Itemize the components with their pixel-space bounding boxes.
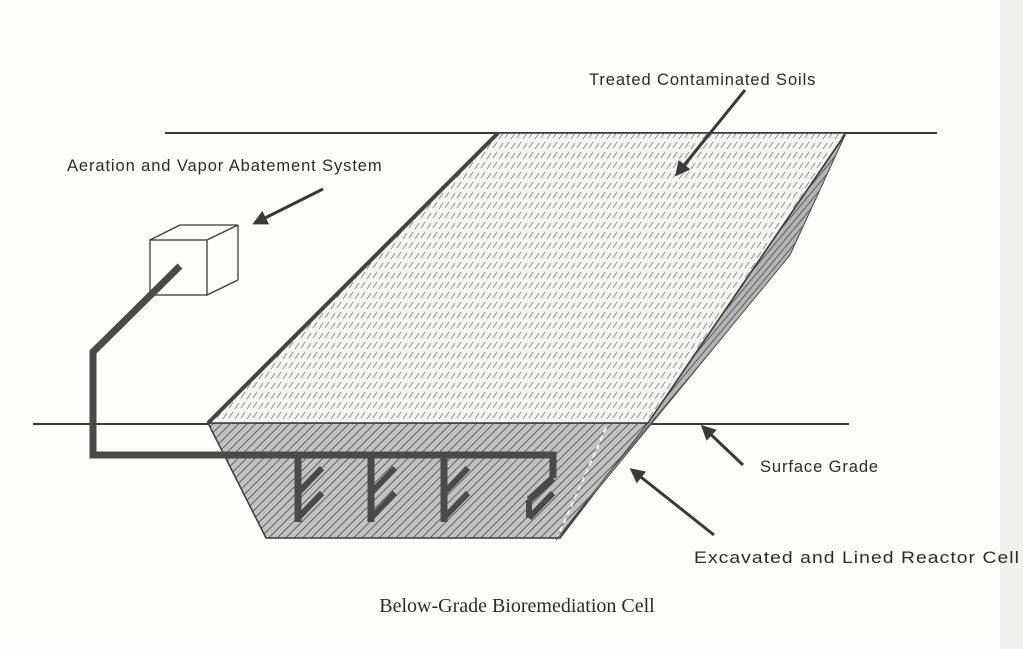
label-aeration-system: Aeration and Vapor Abatement System [67,157,383,175]
label-surface-grade: Surface Grade [760,458,879,476]
main-aeration-pipe [89,263,557,478]
soil-pile-front-edge [206,131,500,425]
scan-edge-shading [1000,0,1023,649]
arrow-surface-grade [700,424,745,467]
aeration-branches [295,465,556,521]
arrow-aeration-system [252,187,324,225]
figure-caption: Below-Grade Bioremediation Cell [379,595,655,617]
arrow-reactor-cell [629,468,715,537]
label-treated-soils: Treated Contaminated Soils [589,71,816,89]
liner-dashed-edge [557,427,607,537]
aeration-lateral-4 [526,475,556,503]
arrow-treated-soils [675,89,747,177]
aeration-piping [89,263,557,522]
label-reactor-cell: Excavated and Lined Reactor Cell [694,549,1020,567]
